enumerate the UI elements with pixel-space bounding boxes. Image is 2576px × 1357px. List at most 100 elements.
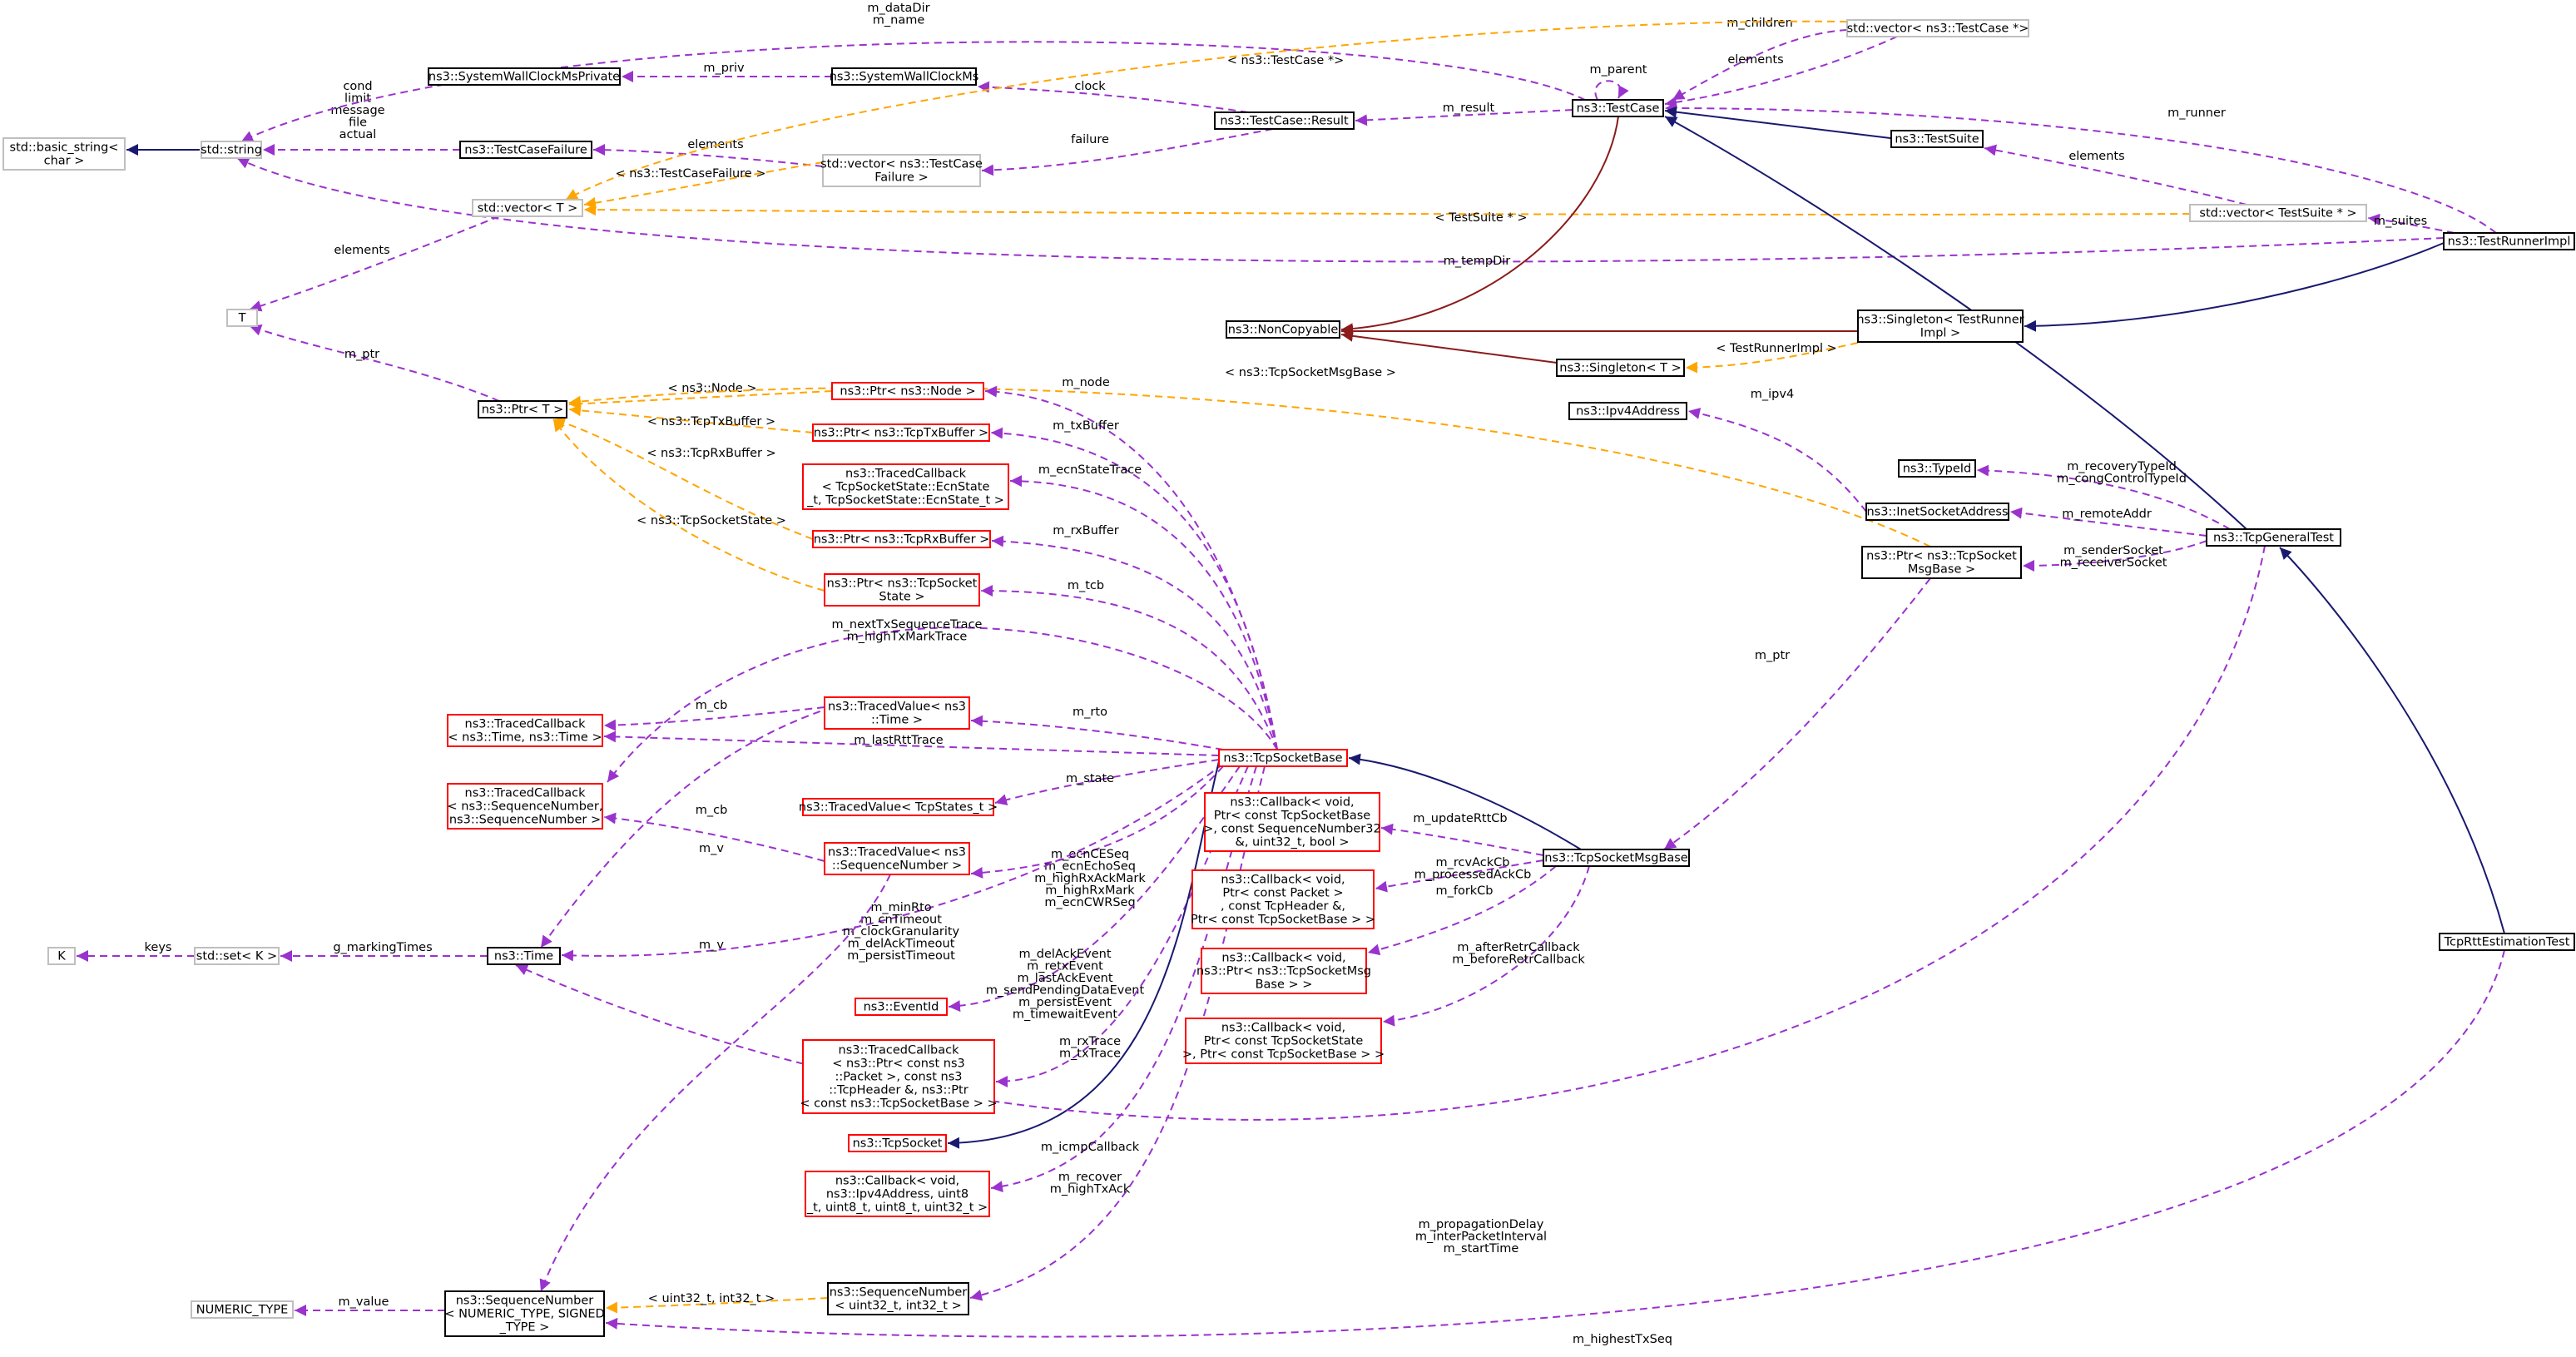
class-node-inetsock[interactable]: ns3::InetSocketAddress [1865,503,2009,521]
class-node-testcasefailure[interactable]: ns3::TestCaseFailure [459,141,592,159]
class-node-result[interactable]: ns3::TestCase::Result [1214,111,1355,130]
class-node-ptr_msgbase[interactable]: ns3::Ptr< ns3::TcpSocketMsgBase > [1861,546,2022,579]
class-node-box[interactable] [802,798,994,816]
class-node-typeid[interactable]: ns3::TypeId [1898,459,1976,478]
class-node-box[interactable] [824,842,970,875]
class-node-box[interactable] [226,309,258,327]
class-node-box[interactable] [805,1171,990,1217]
class-node-noncopyable[interactable]: ns3::NonCopyable [1226,320,1340,339]
class-node-box[interactable] [1568,402,1687,420]
class-node-box[interactable] [487,947,561,965]
class-node-box[interactable] [802,463,1009,510]
class-node-box[interactable] [47,947,76,965]
class-node-cb_ack[interactable]: ns3::Callback< void,Ptr< const Packet >,… [1191,869,1375,929]
class-node-cb_fork[interactable]: ns3::Callback< void,ns3::Ptr< ns3::TcpSo… [1196,948,1371,994]
class-node-ptr_node[interactable]: ns3::Ptr< ns3::Node > [831,382,984,400]
class-node-box[interactable] [1556,359,1685,377]
class-node-box[interactable] [2206,528,2341,547]
class-node-testcase[interactable]: ns3::TestCase [1572,99,1664,117]
class-node-syswallpriv[interactable]: ns3::SystemWallClockMsPrivate [428,67,621,86]
class-node-testsuite[interactable]: ns3::TestSuite [1890,130,1984,148]
class-node-tcpsocketbase[interactable]: ns3::TcpSocketBase [1218,749,1348,767]
class-node-box[interactable] [848,1134,947,1152]
class-node-box[interactable] [478,400,567,418]
class-node-box[interactable] [824,696,970,730]
class-node-runnerimpl[interactable]: ns3::TestRunnerImpl [2443,232,2575,250]
class-node-string[interactable]: std::string [201,141,262,159]
class-node-box[interactable] [812,423,990,442]
class-node-time[interactable]: ns3::Time [487,947,561,965]
class-node-vec_failure[interactable]: std::vector< ns3::TestCaseFailure > [820,154,983,187]
class-node-box[interactable] [1218,749,1348,767]
class-node-ptr_rxbuf[interactable]: ns3::Ptr< ns3::TcpRxBuffer > [812,530,991,548]
class-node-box[interactable] [2,137,126,171]
class-node-singleton_runner[interactable]: ns3::Singleton< TestRunnerImpl > [1856,310,2024,343]
class-node-box[interactable] [1543,849,1690,867]
class-node-T[interactable]: T [226,309,258,327]
class-node-box[interactable] [1890,130,1984,148]
class-node-box[interactable] [1898,459,1976,478]
class-node-box[interactable] [1226,320,1340,339]
class-node-box[interactable] [1185,1018,1382,1064]
class-node-seqnum_tpl[interactable]: ns3::SequenceNumber< NUMERIC_TYPE, SIGNE… [444,1290,605,1337]
class-node-box[interactable] [1204,792,1380,852]
class-node-box[interactable] [1201,948,1367,994]
class-node-box[interactable] [824,573,980,607]
class-node-box[interactable] [1846,19,2029,37]
class-node-rttest[interactable]: TcpRttEstimationTest [2439,933,2575,951]
class-node-eventid[interactable]: ns3::EventId [855,998,948,1016]
class-node-box[interactable] [855,998,948,1016]
class-node-box[interactable] [459,141,592,159]
class-node-msgbase[interactable]: ns3::TcpSocketMsgBase [1543,849,1690,867]
class-node-box[interactable] [444,1290,605,1337]
class-node-cb_retr[interactable]: ns3::Callback< void,Ptr< const TcpSocket… [1182,1018,1385,1064]
class-node-box[interactable] [194,947,280,965]
class-node-cb_rtt[interactable]: ns3::Callback< void,Ptr< const TcpSocket… [1203,792,1381,852]
class-node-tv_seq[interactable]: ns3::TracedValue< ns3::SequenceNumber > [824,842,970,875]
class-node-box[interactable] [1214,111,1355,130]
class-node-seqnum_inst[interactable]: ns3::SequenceNumber< uint32_t, int32_t > [827,1282,969,1315]
class-node-box[interactable] [447,714,603,747]
class-node-box[interactable] [201,141,262,159]
class-node-box[interactable] [2443,232,2575,250]
class-node-tc_ecn[interactable]: ns3::TracedCallback< TcpSocketState::Ecn… [802,463,1009,510]
class-node-basic_string[interactable]: std::basic_string<char > [2,137,126,171]
class-node-cb_icmp[interactable]: ns3::Callback< void,ns3::Ipv4Address, ui… [805,1171,990,1217]
class-node-vec_testcase[interactable]: std::vector< ns3::TestCase *> [1846,19,2029,37]
class-node-vec_t[interactable]: std::vector< T > [472,199,583,217]
class-node-tc_seq[interactable]: ns3::TracedCallback< ns3::SequenceNumber… [447,783,603,830]
class-node-box[interactable] [2189,204,2367,222]
class-node-vec_suite[interactable]: std::vector< TestSuite * > [2189,204,2367,222]
class-node-box[interactable] [447,783,603,830]
class-node-box[interactable] [1861,546,2022,579]
class-node-tv_states[interactable]: ns3::TracedValue< TcpStates_t > [799,798,998,816]
class-node-ipv4address[interactable]: ns3::Ipv4Address [1568,402,1687,420]
class-node-box[interactable] [1865,503,2009,521]
class-node-tc_packet[interactable]: ns3::TracedCallback< ns3::Ptr< const ns3… [800,1039,998,1114]
class-node-box[interactable] [822,154,981,187]
class-node-ptr_state[interactable]: ns3::Ptr< ns3::TcpSocketState > [824,573,980,607]
class-node-box[interactable] [472,199,583,217]
class-node-tc_time[interactable]: ns3::TracedCallback< ns3::Time, ns3::Tim… [447,714,603,747]
class-node-box[interactable] [831,382,984,400]
class-node-tcpsocket[interactable]: ns3::TcpSocket [848,1134,947,1152]
class-node-K[interactable]: K [47,947,76,965]
class-node-generaltest[interactable]: ns3::TcpGeneralTest [2206,528,2341,547]
class-node-box[interactable] [827,1282,969,1315]
class-node-box[interactable] [2439,933,2575,951]
class-node-ptr_t[interactable]: ns3::Ptr< T > [478,400,567,418]
class-node-singleton_t[interactable]: ns3::Singleton< T > [1556,359,1685,377]
class-node-box[interactable] [812,530,991,548]
class-node-box[interactable] [191,1300,294,1319]
class-node-box[interactable] [831,67,977,86]
class-node-ptr_txbuf[interactable]: ns3::Ptr< ns3::TcpTxBuffer > [812,423,990,442]
class-node-box[interactable] [428,67,621,86]
class-node-box[interactable] [1191,869,1375,929]
class-node-box[interactable] [1857,310,2024,343]
class-node-set_k[interactable]: std::set< K > [194,947,280,965]
class-node-box[interactable] [1572,99,1664,117]
class-node-tv_time[interactable]: ns3::TracedValue< ns3::Time > [824,696,970,730]
class-node-numeric[interactable]: NUMERIC_TYPE [191,1300,294,1319]
class-node-box[interactable] [802,1039,995,1114]
class-node-syswall[interactable]: ns3::SystemWallClockMs [830,67,979,86]
